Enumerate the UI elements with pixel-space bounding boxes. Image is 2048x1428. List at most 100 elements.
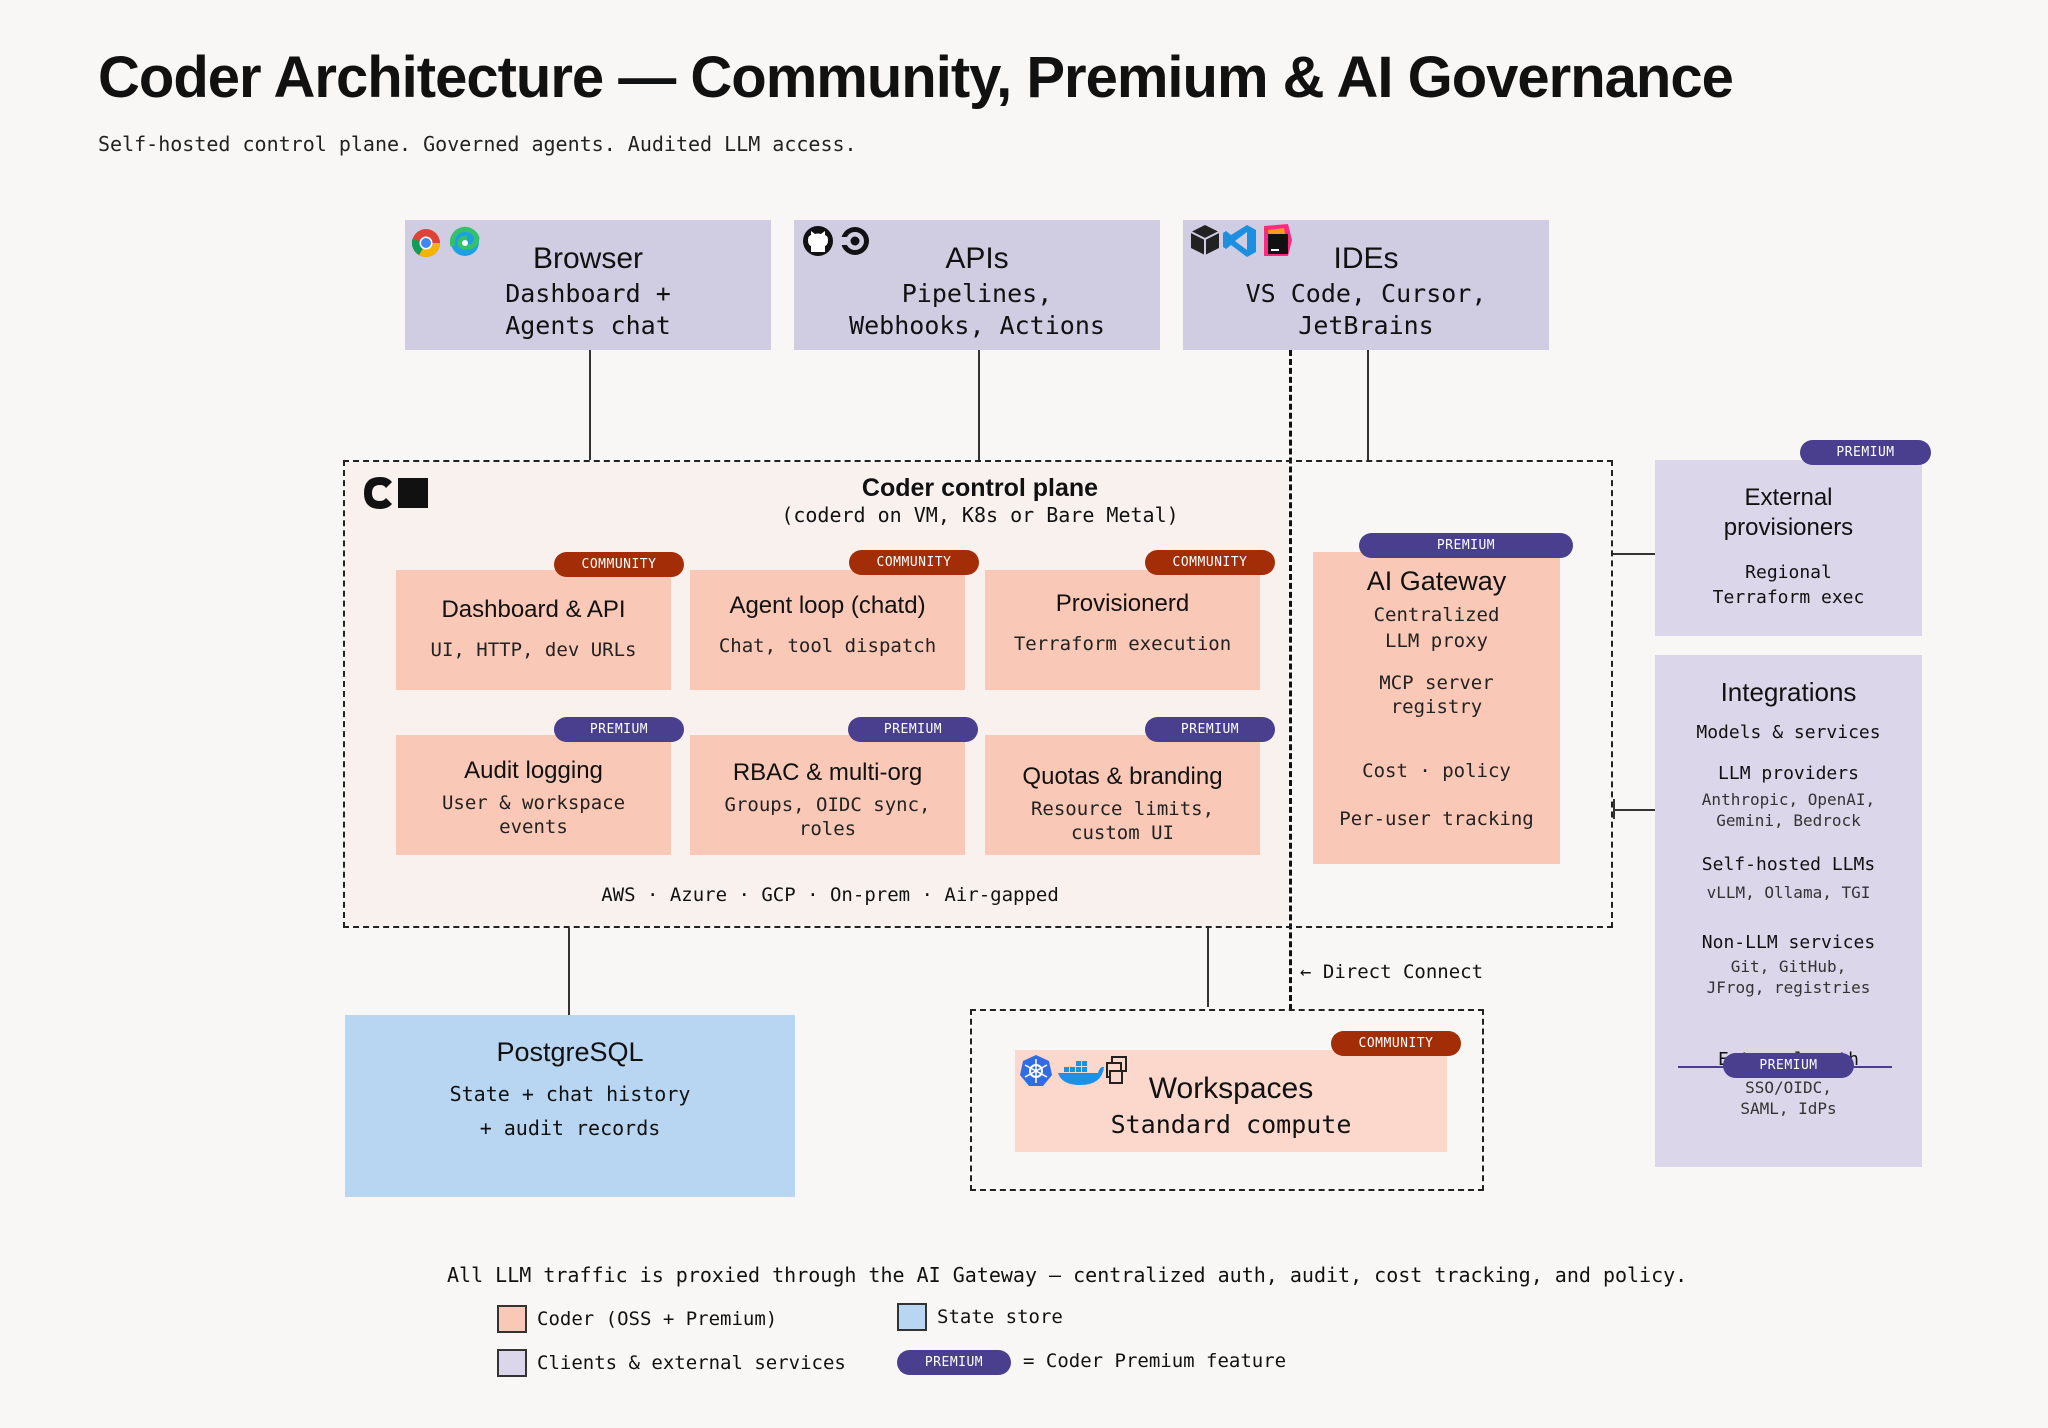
provisionerd-badge: COMMUNITY <box>1145 550 1275 575</box>
browser-line1: Dashboard + <box>505 279 671 308</box>
apis-box: APIs Pipelines, Webhooks, Actions <box>794 220 1160 350</box>
apis-line2: Webhooks, Actions <box>849 311 1105 340</box>
ai-gateway-badge: PREMIUM <box>1359 533 1573 558</box>
external-provisioners-box: External provisioners Regional Terraform… <box>1655 460 1922 636</box>
agent-loop-box: Agent loop (chatd) Chat, tool dispatch <box>690 570 965 690</box>
browser-title: Browser <box>532 242 644 275</box>
self-hosted-llms-title: Self-hosted LLMs <box>1701 854 1876 875</box>
ides-icons <box>1190 224 1292 257</box>
direct-connect-line <box>1289 350 1292 1010</box>
github-icon <box>803 226 833 256</box>
browser-box: Browser Dashboard + Agents chat <box>405 220 771 350</box>
workspaces-connector <box>1207 928 1209 1007</box>
workspaces-subtitle: Standard compute <box>1110 1110 1352 1139</box>
rbac-desc2: roles <box>798 818 857 840</box>
audit-logging-box: Audit logging User & workspace events <box>396 735 671 855</box>
cube-icon <box>1190 225 1220 255</box>
legend-coder-label: Coder (OSS + Premium) <box>537 1308 778 1330</box>
external-auth-line2: SAML, IdPs <box>1740 1099 1837 1118</box>
quotas-desc1: Resource limits, <box>1030 798 1215 820</box>
browser-connector <box>589 350 591 460</box>
workspaces-container <box>970 1009 1484 1191</box>
postgres-connector <box>568 928 570 1015</box>
legend-state-swatch <box>897 1303 927 1331</box>
rbac-badge: PREMIUM <box>848 717 978 742</box>
vscode-icon <box>1223 225 1256 257</box>
ai-gateway-line4: registry <box>1390 696 1483 718</box>
agent-loop-desc: Chat, tool dispatch <box>718 635 937 657</box>
llm-providers-title: LLM providers <box>1718 763 1859 784</box>
edge-icon <box>449 226 480 256</box>
cloud-footer: AWS · Azure · GCP · On-prem · Air-gapped <box>601 884 1059 906</box>
ides-title: IDEs <box>1333 242 1399 275</box>
dashboard-api-box: Dashboard & API UI, HTTP, dev URLs <box>396 570 671 690</box>
control-plane-subtitle: (coderd on VM, K8s or Bare Metal) <box>781 503 1179 527</box>
quotas-badge: PREMIUM <box>1145 717 1275 742</box>
integrations-title: Integrations <box>1720 677 1857 707</box>
external-auth-line1: SSO/OIDC, <box>1745 1078 1832 1097</box>
ai-gateway-line6: Per-user tracking <box>1339 808 1534 830</box>
ai-gateway-line1: Centralized <box>1373 604 1500 626</box>
control-plane-container <box>343 460 1613 928</box>
browser-icons <box>411 226 480 257</box>
postgres-line2: + audit records <box>479 1116 661 1140</box>
integrations-subtitle: Models & services <box>1696 722 1881 743</box>
external-auth-badge: PREMIUM <box>1723 1053 1854 1078</box>
rbac-box: RBAC & multi-org Groups, OIDC sync, role… <box>690 735 965 855</box>
provisionerd-title: Provisionerd <box>1055 590 1190 617</box>
ai-gateway-line5: Cost · policy <box>1362 760 1511 782</box>
external-provisioners-title1: External <box>1744 484 1833 511</box>
integrations-box: Integrations Models & services LLM provi… <box>1655 655 1922 1167</box>
direct-connect-label: ← Direct Connect <box>1300 961 1484 983</box>
agent-loop-title: Agent loop (chatd) <box>729 592 926 619</box>
self-hosted-llms-line1: vLLM, Ollama, TGI <box>1706 883 1871 902</box>
jetbrains-icon <box>1264 224 1292 256</box>
ides-connector <box>1367 350 1369 460</box>
provisioners-connector <box>1613 553 1655 555</box>
quotas-title: Quotas & branding <box>1022 763 1223 790</box>
external-provisioners-line1: Regional <box>1745 562 1832 583</box>
chrome-icon <box>411 229 440 257</box>
kubernetes-icon <box>1020 1055 1052 1086</box>
audit-logging-title: Audit logging <box>464 757 603 784</box>
control-plane-title: Coder control plane <box>861 474 1099 502</box>
apis-icons <box>803 226 869 256</box>
rbac-desc1: Groups, OIDC sync, <box>724 794 931 816</box>
vm-icon <box>1106 1056 1127 1084</box>
audit-logging-desc2: events <box>499 816 568 838</box>
external-provisioners-badge: PREMIUM <box>1800 440 1931 465</box>
browser-line2: Agents chat <box>505 311 671 340</box>
footnote: All LLM traffic is proxied through the A… <box>447 1263 1688 1287</box>
non-llm-services-line1: Git, GitHub, <box>1730 957 1847 976</box>
docker-icon <box>1058 1061 1104 1085</box>
legend-premium-badge: PREMIUM <box>897 1350 1011 1375</box>
integrations-connector <box>1613 809 1655 811</box>
ides-line2: JetBrains <box>1298 311 1434 340</box>
apis-title: APIs <box>945 242 1009 275</box>
legend-clients-swatch <box>497 1349 527 1377</box>
workspaces-title: Workspaces <box>1148 1072 1314 1105</box>
dashboard-api-badge: COMMUNITY <box>554 552 684 577</box>
non-llm-services-line2: JFrog, registries <box>1706 978 1871 997</box>
page-subtitle: Self-hosted control plane. Governed agen… <box>98 132 857 156</box>
ides-box: IDEs VS Code, Cursor, JetBrains <box>1183 220 1549 350</box>
legend-state-label: State store <box>937 1306 1063 1328</box>
workspace-icons <box>1020 1055 1127 1086</box>
non-llm-services-title: Non-LLM services <box>1701 932 1876 953</box>
integrations-connector-tick <box>1613 799 1615 819</box>
audit-logging-desc1: User & workspace <box>441 792 626 814</box>
ai-gateway-line3: MCP server <box>1379 672 1494 694</box>
llm-providers-line2: Gemini, Bedrock <box>1716 811 1861 830</box>
agent-loop-badge: COMMUNITY <box>849 550 979 575</box>
postgres-box: PostgreSQL State + chat history + audit … <box>345 1015 795 1197</box>
dashboard-api-desc: UI, HTTP, dev URLs <box>430 639 637 661</box>
quotas-box: Quotas & branding Resource limits, custo… <box>985 735 1260 855</box>
postgres-line1: State + chat history <box>449 1082 691 1106</box>
apis-connector <box>978 350 980 460</box>
ai-gateway-title: AI Gateway <box>1366 566 1507 596</box>
legend-premium-label: = Coder Premium feature <box>1023 1350 1287 1372</box>
workspaces-badge: COMMUNITY <box>1331 1031 1461 1056</box>
quotas-desc2: custom UI <box>1071 822 1174 844</box>
legend-clients-label: Clients & external services <box>537 1352 846 1374</box>
circleci-icon <box>840 227 869 255</box>
